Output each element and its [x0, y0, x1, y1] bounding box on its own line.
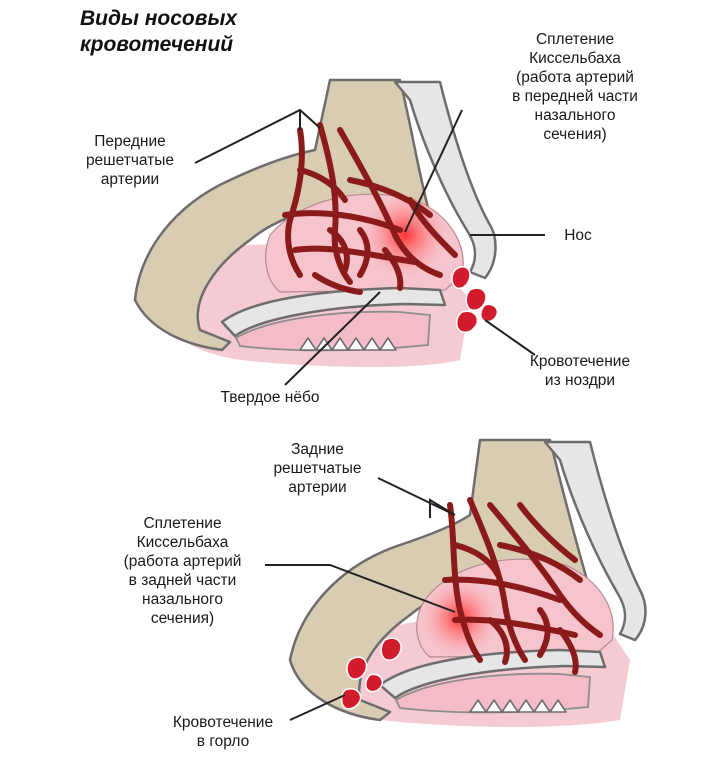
anterior-artery-network	[282, 122, 458, 295]
leader-lines-top	[194, 108, 545, 386]
label-kiesselbach-plexus-front: Сплетение Киссельбаха (работа артерий в …	[512, 31, 638, 143]
leader-nostril-bleeding	[484, 319, 536, 356]
label-kiesselbach-plexus-back: Сплетение Киссельбаха (работа артерий в …	[123, 515, 242, 627]
blood-drops-throat	[340, 637, 402, 710]
leader-anterior-ethmoid	[194, 108, 321, 164]
leader-lines-bottom	[265, 477, 456, 721]
nose-cartilage-top	[393, 80, 497, 280]
leader-throat-bleeding	[289, 694, 346, 721]
label-nose: Нос	[564, 227, 592, 244]
diagram-title: Виды носовых кровотечений	[80, 7, 238, 56]
label-hard-palate: Твердое нёбо	[220, 389, 320, 406]
leader-hard-palate	[284, 291, 381, 386]
hard-palate-shape	[220, 286, 447, 338]
palate-bottom	[378, 648, 607, 700]
posterior-nose-cross-section	[288, 438, 647, 727]
label-posterior-ethmoid-arteries: Задние решетчатые артерии	[273, 441, 362, 496]
leader-kiesselbach-front	[404, 109, 463, 233]
anterior-nose-cross-section	[133, 78, 499, 367]
leader-posterior-ethmoid	[377, 477, 456, 518]
oral-cavity-top	[234, 310, 431, 352]
label-nostril-bleeding: Кровотечение из ноздри	[529, 353, 631, 389]
posterior-artery-network	[442, 497, 603, 675]
leader-kiesselbach-back	[265, 564, 456, 613]
label-anterior-ethmoid-arteries: Передние решетчатые артерии	[85, 133, 175, 188]
nose-cartilage-bottom	[543, 440, 647, 642]
teeth-bottom	[469, 699, 567, 713]
label-throat-bleeding: Кровотечение в горло	[172, 714, 274, 750]
